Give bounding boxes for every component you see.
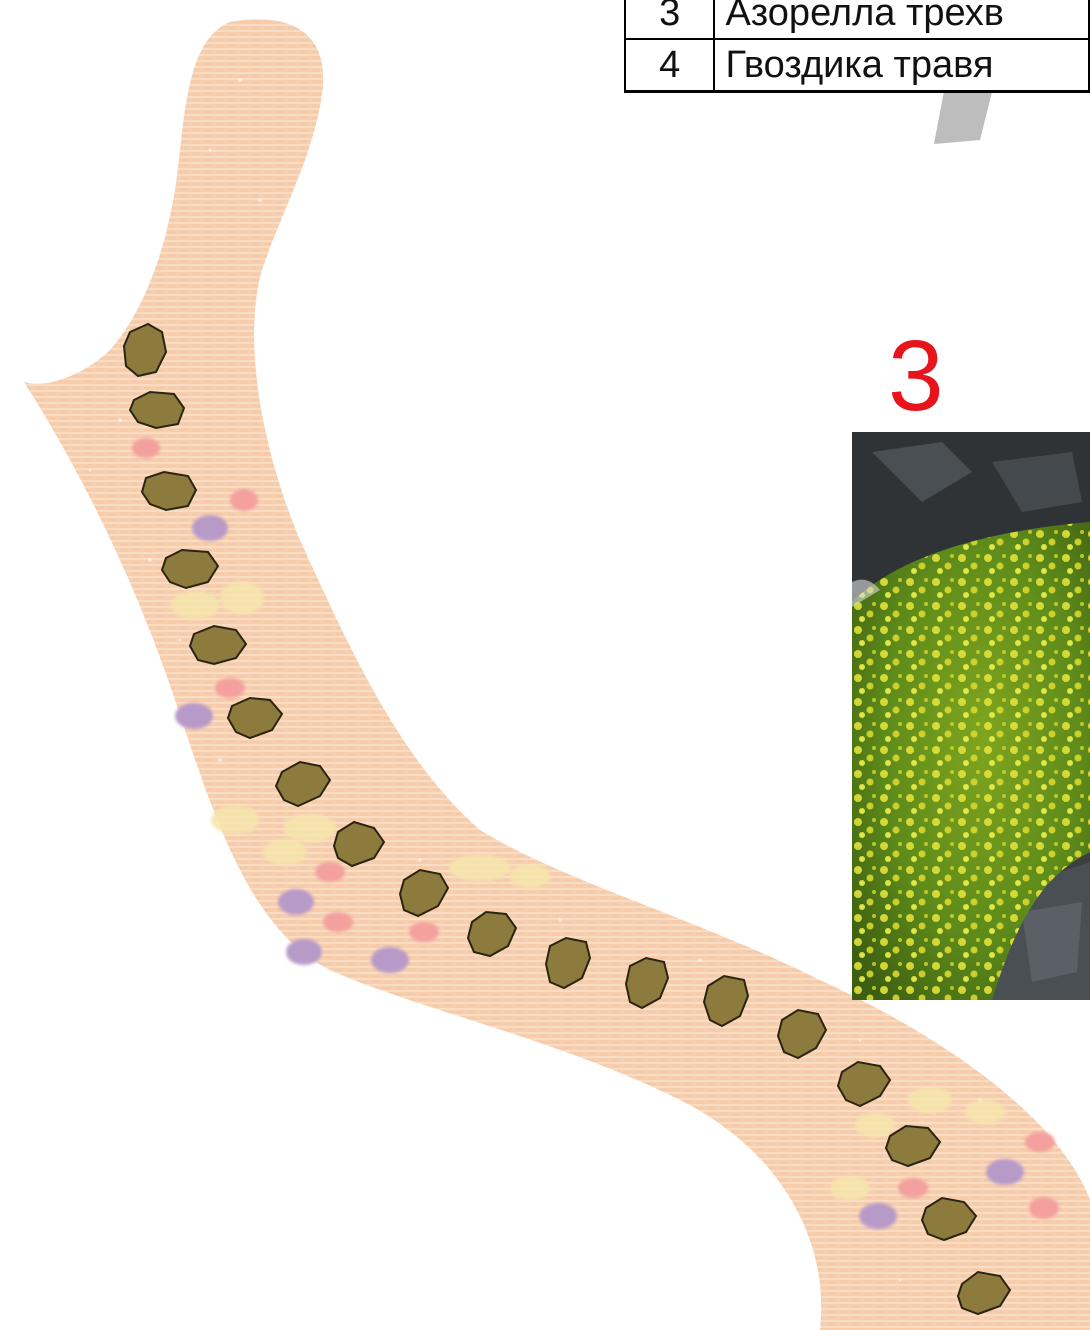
- flower-purple: [286, 939, 322, 965]
- legend-row: 3 Азорелла трехв: [625, 0, 1089, 39]
- flower-pink: [1025, 1132, 1055, 1152]
- flower-yellow: [450, 855, 510, 881]
- legend-number: 4: [625, 39, 714, 92]
- flower-yellow: [855, 1113, 895, 1137]
- flower-pink: [230, 489, 258, 511]
- flower-purple: [192, 515, 228, 541]
- flower-pink: [323, 912, 353, 932]
- flower-purple: [986, 1159, 1024, 1185]
- flower-purple: [859, 1203, 897, 1229]
- flower-purple: [371, 947, 409, 973]
- flower-yellow: [263, 839, 307, 865]
- flower-pink: [215, 678, 245, 698]
- legend-table-clip: 3 Азорелла трехв 4 Гвоздика травя: [0, 0, 1090, 100]
- legend-table: 3 Азорелла трехв 4 Гвоздика травя: [624, 0, 1090, 93]
- flower-yellow: [965, 1100, 1005, 1124]
- flower-yellow: [171, 591, 219, 619]
- flower-yellow: [220, 582, 264, 614]
- flower-purple: [175, 703, 213, 729]
- flower-pink: [1029, 1197, 1059, 1219]
- photo-number-label: 3: [888, 326, 944, 426]
- flower-yellow: [908, 1087, 952, 1113]
- stepping-stone: [130, 392, 184, 428]
- legend-plant-name: Гвоздика травя: [714, 39, 1089, 92]
- flower-pink: [132, 438, 160, 458]
- flower-yellow: [830, 1176, 870, 1200]
- flower-purple: [278, 889, 314, 915]
- flower-yellow: [211, 806, 259, 834]
- flower-pink: [898, 1178, 928, 1198]
- flower-pink: [409, 922, 439, 942]
- stepping-stone: [142, 472, 196, 510]
- legend-row: 4 Гвоздика травя: [625, 39, 1089, 92]
- plant-photo: [852, 432, 1090, 1000]
- legend-number: 3: [625, 0, 714, 39]
- legend-plant-name: Азорелла трехв: [714, 0, 1089, 39]
- flower-yellow: [284, 814, 336, 842]
- flower-pink: [315, 862, 345, 882]
- flower-yellow: [510, 864, 550, 888]
